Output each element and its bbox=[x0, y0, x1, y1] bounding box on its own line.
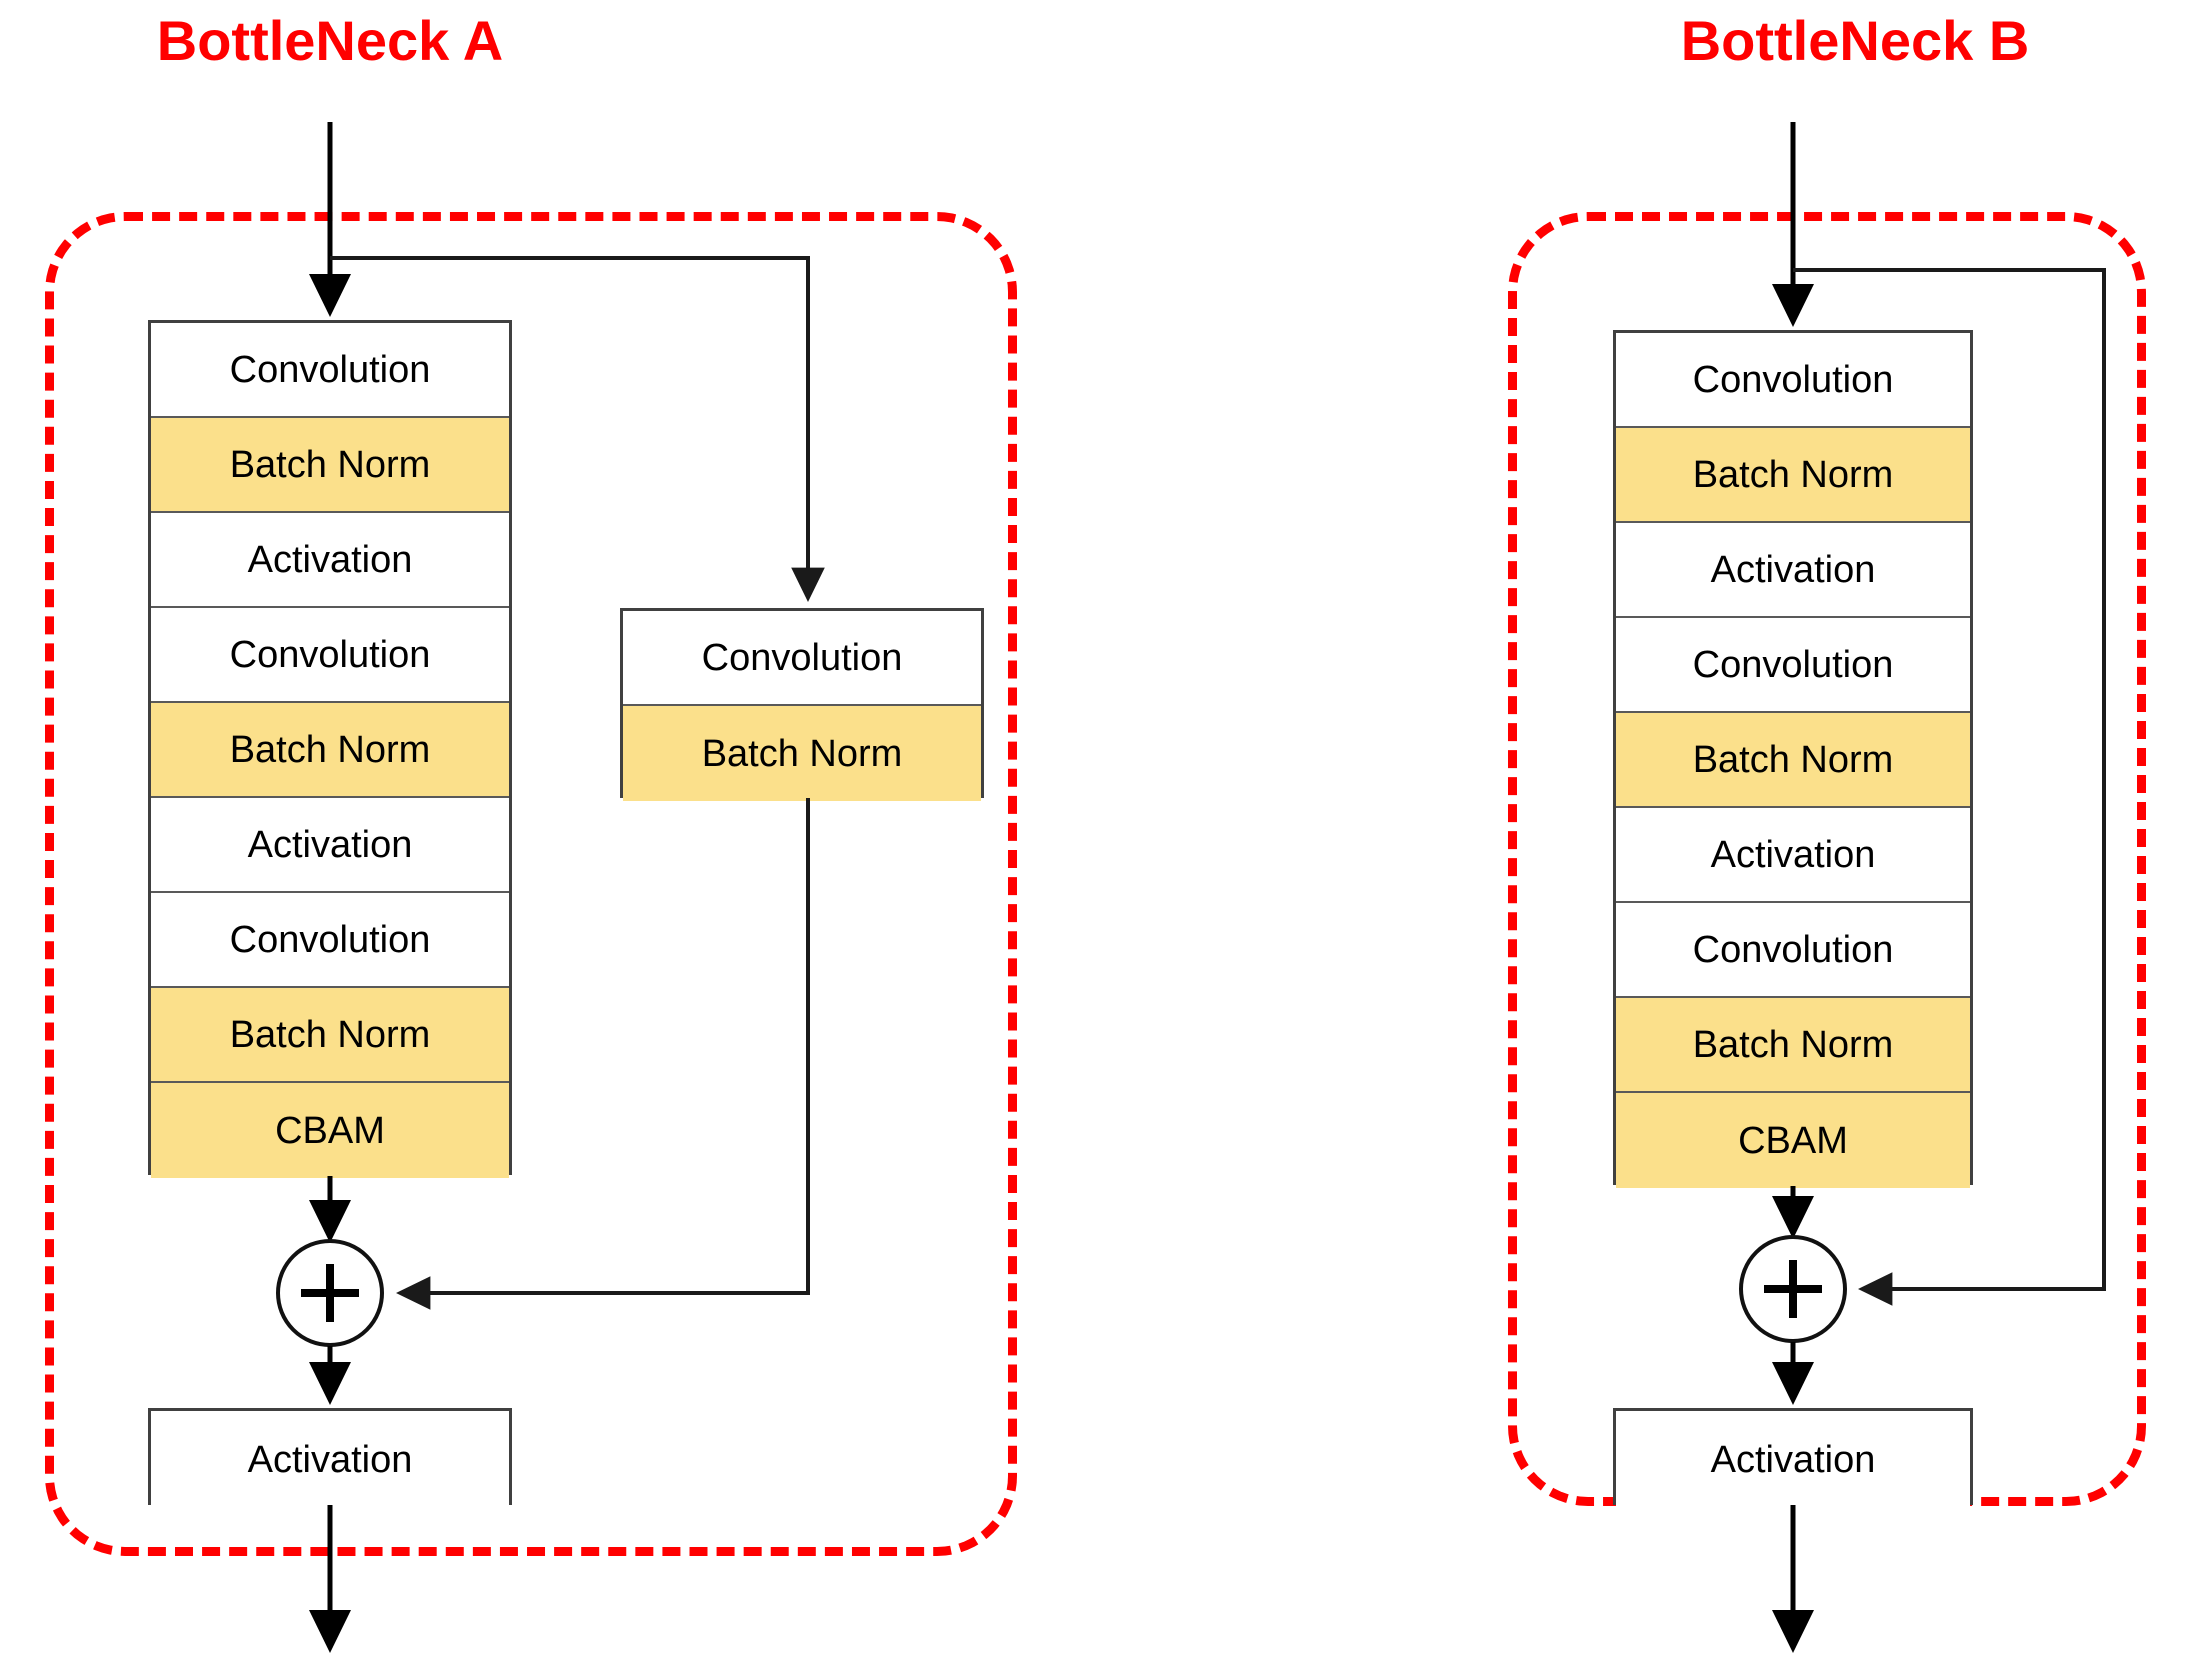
block-batch-norm-3[interactable]: Batch Norm bbox=[151, 988, 509, 1083]
block-batch-norm-3[interactable]: Batch Norm bbox=[1616, 998, 1970, 1093]
block-activation-1[interactable]: Activation bbox=[1616, 523, 1970, 618]
block-batch-norm-2[interactable]: Batch Norm bbox=[1616, 713, 1970, 808]
bottleneck-a-group-outline bbox=[45, 212, 1017, 1556]
bottleneck-a-shortcut-stack: Convolution Batch Norm bbox=[620, 608, 984, 801]
block-output-activation[interactable]: Activation bbox=[1616, 1411, 1970, 1508]
block-convolution-3[interactable]: Convolution bbox=[1616, 903, 1970, 998]
block-cbam-1[interactable]: CBAM bbox=[1616, 1093, 1970, 1188]
block-convolution-1[interactable]: Convolution bbox=[1616, 333, 1970, 428]
block-batch-norm-1[interactable]: Batch Norm bbox=[151, 418, 509, 513]
block-output-activation[interactable]: Activation bbox=[151, 1411, 509, 1508]
block-batch-norm-1[interactable]: Batch Norm bbox=[1616, 428, 1970, 523]
shortcut-block-batch-norm[interactable]: Batch Norm bbox=[623, 706, 981, 801]
block-batch-norm-2[interactable]: Batch Norm bbox=[151, 703, 509, 798]
bottleneck-a-title: BottleNeck A bbox=[156, 9, 504, 72]
block-cbam-1[interactable]: CBAM bbox=[151, 1083, 509, 1178]
block-convolution-1[interactable]: Convolution bbox=[151, 323, 509, 418]
shortcut-block-convolution[interactable]: Convolution bbox=[623, 611, 981, 706]
block-convolution-2[interactable]: Convolution bbox=[151, 608, 509, 703]
bottleneck-b-output-stack: Activation bbox=[1613, 1408, 1973, 1508]
bottleneck-b-title: BottleNeck B bbox=[1680, 9, 2030, 72]
bottleneck-b-main-stack: Convolution Batch Norm Activation Convol… bbox=[1613, 330, 1973, 1188]
bottleneck-a-main-stack: Convolution Batch Norm Activation Convol… bbox=[148, 320, 512, 1178]
block-convolution-3[interactable]: Convolution bbox=[151, 893, 509, 988]
bottleneck-a-output-stack: Activation bbox=[148, 1408, 512, 1508]
block-activation-1[interactable]: Activation bbox=[151, 513, 509, 608]
block-convolution-2[interactable]: Convolution bbox=[1616, 618, 1970, 713]
block-activation-2[interactable]: Activation bbox=[151, 798, 509, 893]
block-activation-2[interactable]: Activation bbox=[1616, 808, 1970, 903]
